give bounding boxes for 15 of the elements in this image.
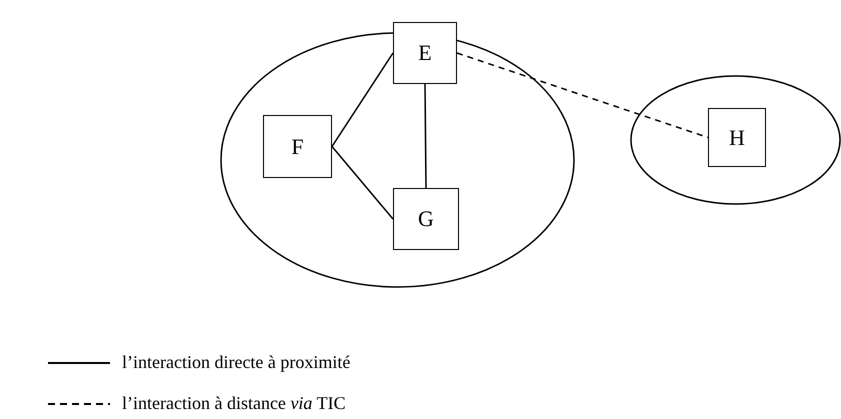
node-label: F	[291, 136, 304, 158]
node-box	[393, 22, 457, 84]
node-label: G	[418, 208, 434, 230]
node-box	[393, 188, 459, 250]
node-label: H	[729, 126, 745, 148]
group-ellipse	[630, 75, 841, 205]
legend-text: l’interaction à distance via TIC	[122, 393, 346, 414]
node-box	[263, 115, 332, 178]
dashed-connector	[456, 52, 708, 138]
node-box	[708, 108, 766, 167]
connector-line	[331, 146, 394, 220]
connector-line	[331, 52, 394, 147]
connector-line	[424, 84, 427, 188]
legend-text: l’interaction directe à proximité	[122, 352, 350, 373]
node-label: E	[418, 42, 432, 64]
